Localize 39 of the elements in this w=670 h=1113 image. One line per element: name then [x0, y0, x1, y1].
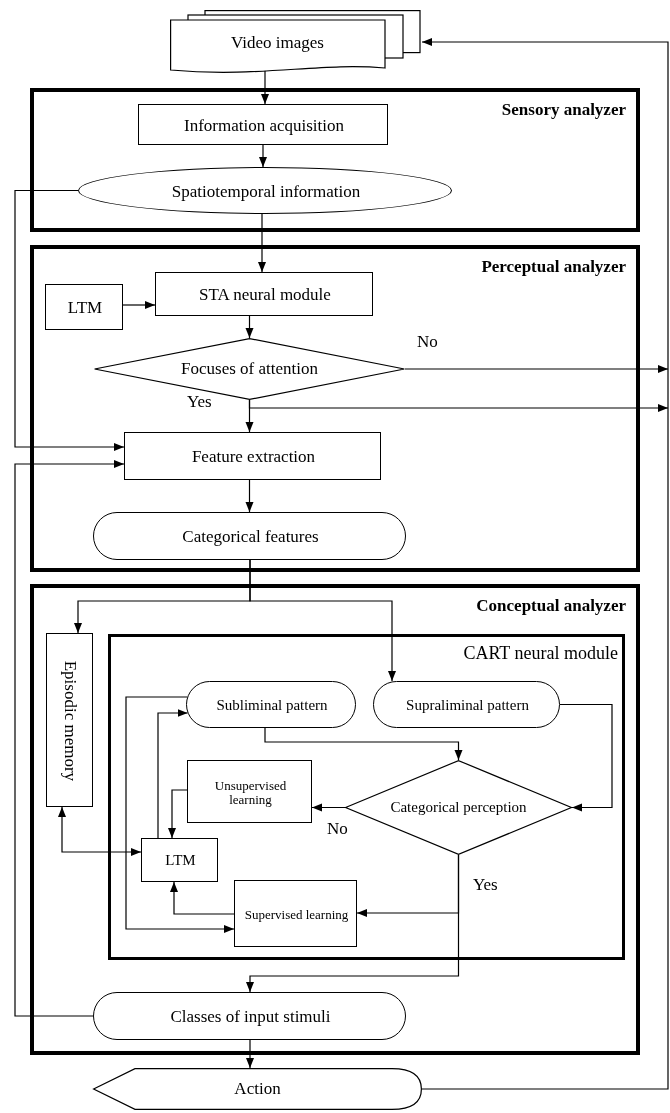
- arrow: [246, 854, 460, 993]
- arrow: [58, 806, 142, 856]
- arrow: [258, 213, 266, 273]
- arrow: [245, 479, 254, 513]
- arrow: [249, 559, 396, 682]
- arrow: [122, 301, 156, 309]
- panel-heading: Conceptual analyzer: [476, 596, 626, 616]
- process-box: Feature extraction: [124, 432, 381, 480]
- arrow: [168, 789, 188, 839]
- arrow: [559, 703, 613, 812]
- panel-heading: Perceptual analyzer: [481, 257, 626, 277]
- edge-label: Yes: [472, 876, 499, 893]
- arrow: [125, 696, 235, 933]
- display-shape: Action: [93, 1068, 422, 1110]
- process-box: Supervised learning: [234, 880, 357, 947]
- arrow: [264, 727, 463, 761]
- arrow: [404, 365, 669, 373]
- edge-label: No: [416, 333, 439, 350]
- arrow: [259, 144, 267, 168]
- arrow: [421, 38, 669, 1090]
- memory-box: LTM: [141, 838, 218, 882]
- arrow: [245, 315, 254, 339]
- process-box: Information acquisition: [138, 104, 388, 145]
- arrow: [170, 881, 235, 915]
- arrow: [157, 709, 189, 839]
- process-box: Unsupervised learning: [187, 760, 312, 823]
- process-box: STA neural module: [155, 272, 373, 316]
- panel-heading: CART neural module: [463, 643, 618, 664]
- edge-label: No: [326, 820, 349, 837]
- arrow: [311, 803, 346, 812]
- arrow: [14, 189, 125, 451]
- edge-label: Yes: [186, 393, 213, 410]
- arrow: [261, 69, 269, 105]
- arrow: [14, 460, 125, 1017]
- arrow: [248, 399, 669, 412]
- memory-box: LTM: [45, 284, 123, 330]
- panel-heading: Sensory analyzer: [501, 100, 626, 120]
- arrow: [246, 1039, 254, 1069]
- memory-box: Episodic memory: [46, 633, 93, 807]
